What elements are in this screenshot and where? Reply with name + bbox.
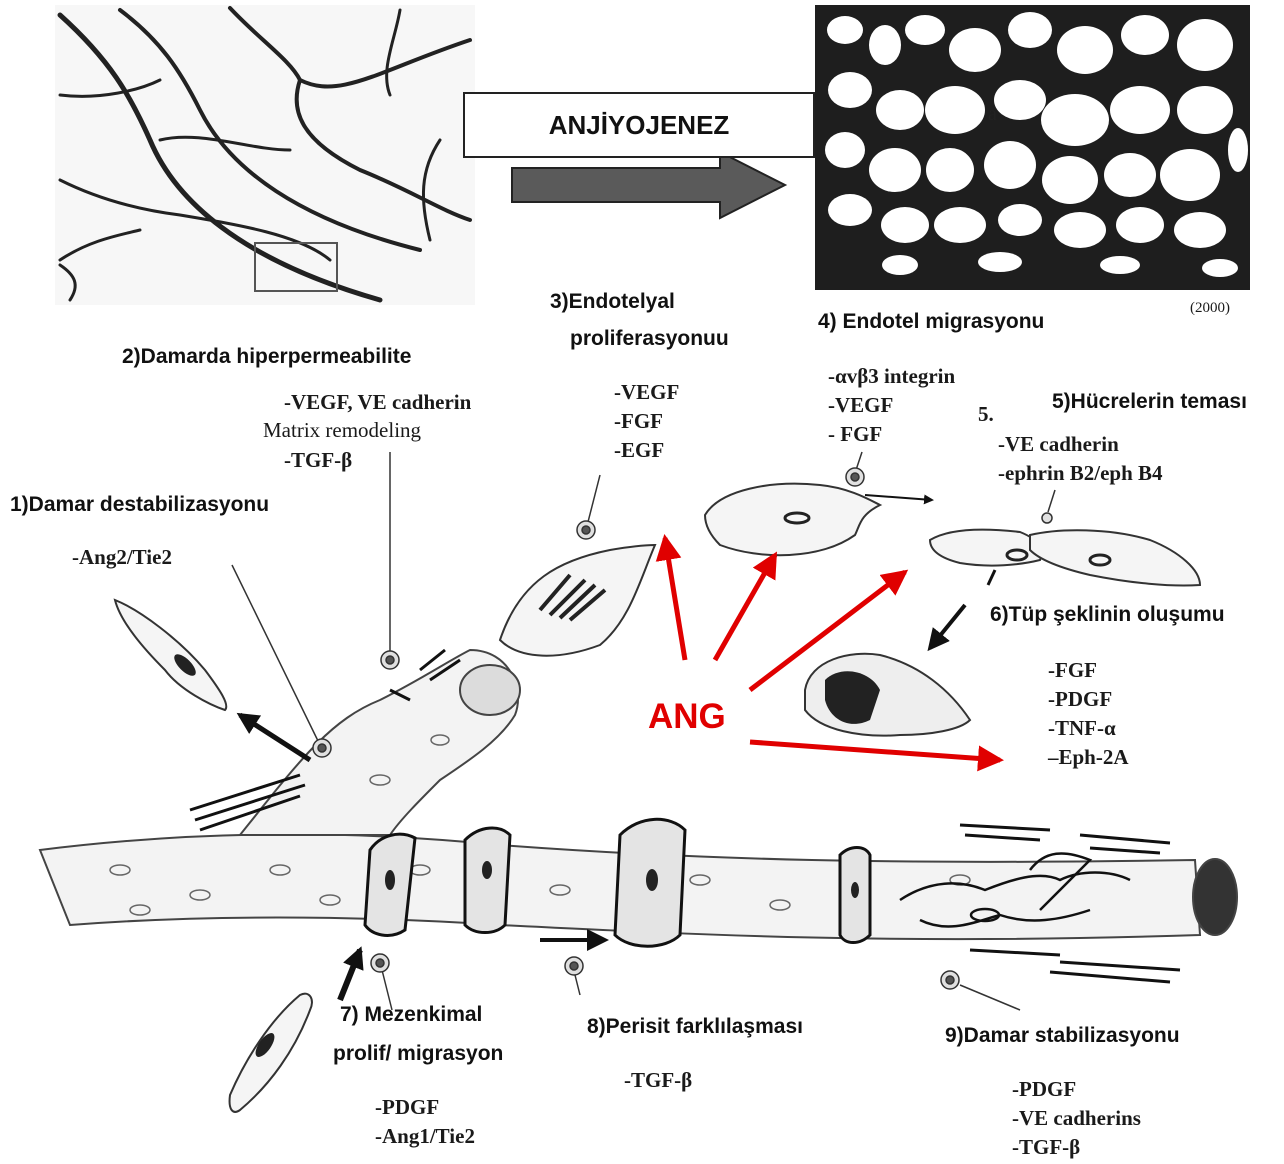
contacting-cell-a [930, 530, 1042, 566]
step-1-label: 1)Damar destabilizasyonu [10, 492, 269, 518]
step-3-factor: -FGF [614, 407, 679, 436]
step-2-factor: -VEGF, VE cadherin [284, 388, 471, 417]
step-8-factor: -TGF-β [624, 1068, 692, 1093]
title-box: ANJİYOJENEZ [463, 92, 815, 158]
year-label: (2000) [1190, 299, 1230, 317]
step-5-factor-list: -VE cadherin -ephrin B2/eph B4 [998, 430, 1163, 488]
step-3-factor-list: -VEGF -FGF -EGF [614, 378, 679, 465]
step-5-factor: -ephrin B2/eph B4 [998, 459, 1163, 488]
step-4-factor: -αvβ3 integrin [828, 362, 955, 391]
step-6-factor-list: -FGF -PDGF -TNF-α –Eph-2A [1048, 656, 1129, 772]
migrating-cell [705, 484, 880, 555]
step-8-label: 8)Perisit farklılaşması [587, 1014, 803, 1040]
step-7-label: 7) Mezenkimal [340, 1002, 482, 1028]
step-9-factor: -TGF-β [1012, 1133, 1141, 1162]
big-arrow [512, 152, 785, 218]
step-1-factor: -Ang2/Tie2 [72, 545, 172, 570]
step-9-label: 9)Damar stabilizasyonu [945, 1023, 1180, 1049]
step-3-factor: -EGF [614, 436, 679, 465]
step-6-factor: -TNF-α [1048, 714, 1129, 743]
diagram-title: ANJİYOJENEZ [549, 110, 730, 141]
step-9-factor-list: -PDGF -VE cadherins -TGF-β [1012, 1075, 1141, 1162]
step-2-factor-list: -VEGF, VE cadherin [284, 388, 471, 417]
svg-text:a: a [988, 103, 997, 125]
step-7-factor: -Ang1/Tie2 [375, 1122, 475, 1151]
ang-label: ANG [648, 697, 726, 737]
step-2-factor: Matrix remodeling [263, 418, 421, 443]
step-3-factor: -VEGF [614, 378, 679, 407]
step-5-label: 5)Hücrelerin teması [1052, 389, 1247, 415]
step-6-label: 6)Tüp şeklinin oluşumu [990, 602, 1225, 628]
step-7-factor: -PDGF [375, 1093, 475, 1122]
capillary-mesh-image: a [815, 5, 1250, 290]
step-3-label: 3)Endotelyal [550, 289, 675, 315]
step-6-factor: –Eph-2A [1048, 743, 1129, 772]
mesenchymal-cell [230, 994, 312, 1112]
vessel-network-image [55, 5, 475, 305]
step-7-label-2: prolif/ migrasyon [333, 1041, 503, 1067]
step-7-factor-list: -PDGF -Ang1/Tie2 [375, 1093, 475, 1151]
destabilized-cell [115, 600, 226, 710]
step-4-factor-list: -αvβ3 integrin -VEGF - FGF [828, 362, 955, 449]
step-2-label: 2)Damarda hiperpermeabilite [122, 344, 411, 370]
step-9-factor: -PDGF [1012, 1075, 1141, 1104]
step-6-factor: -FGF [1048, 656, 1129, 685]
contacting-cell-b [1030, 530, 1200, 585]
step-4-factor: -VEGF [828, 391, 955, 420]
step-6-factor: -PDGF [1048, 685, 1129, 714]
step-2-factor: -TGF-β [284, 448, 352, 473]
step-3-label-2: proliferasyonuu [570, 326, 729, 352]
step-4-factor: - FGF [828, 420, 955, 449]
step-9-factor: -VE cadherins [1012, 1104, 1141, 1133]
step-5-factor: -VE cadherin [998, 430, 1163, 459]
step-5-number: 5. [978, 402, 994, 427]
step-4-label: 4) Endotel migrasyonu [818, 309, 1044, 335]
